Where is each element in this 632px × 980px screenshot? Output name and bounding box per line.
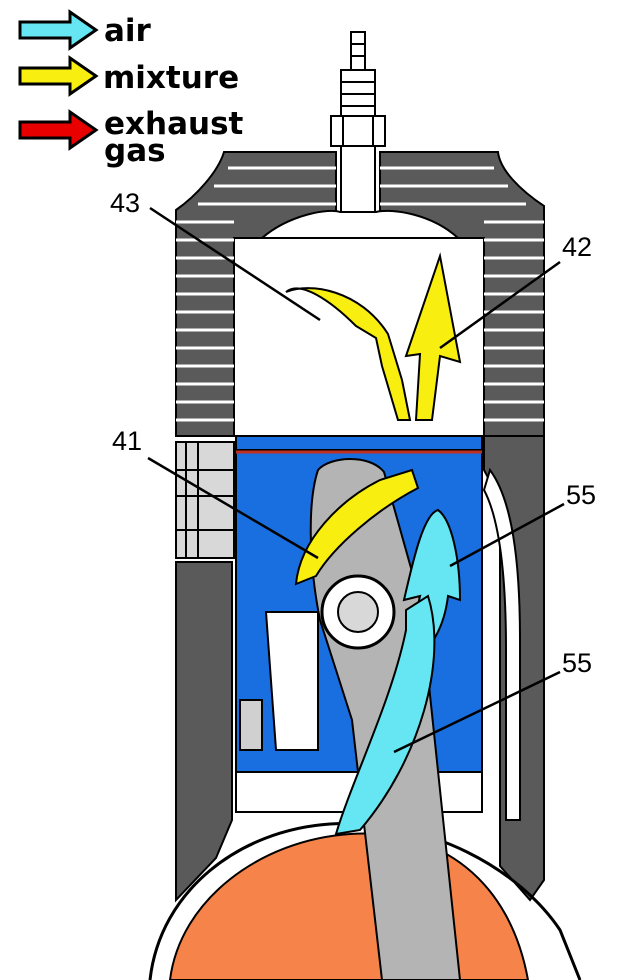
legend-item-mixture: mixture: [18, 55, 239, 97]
exhaust-port: [175, 441, 235, 559]
callout-55-lower: 55: [562, 648, 592, 678]
spark-plug: [330, 31, 386, 236]
callout-55-upper: 55: [566, 480, 596, 510]
air-arrow-icon: [18, 9, 99, 51]
transfer-port-channel: [482, 467, 521, 821]
exhaust-arrow-icon: [18, 109, 99, 151]
legend-label-gas: gas: [104, 133, 166, 169]
cylinder-head: [175, 151, 545, 437]
legend-label-air: air: [104, 13, 152, 49]
mixture-arrow-41: [294, 468, 420, 586]
mixture-arrow-icon: [18, 55, 99, 97]
piston-pin-boss: [239, 699, 263, 751]
callout-43: 43: [110, 188, 140, 218]
legend-item-exhaust-gas: exhaust gas: [18, 106, 244, 169]
cooling-fins: [176, 166, 544, 422]
piston-crown: [235, 435, 483, 451]
mixture-arrow-42: [404, 252, 462, 421]
leader-55-upper: [449, 502, 565, 568]
legend-item-air: air: [18, 9, 152, 51]
callouts: 43 42 41 55 55: [110, 188, 596, 754]
flow-arrows: [285, 252, 462, 836]
crankcase: [148, 822, 582, 980]
legend-label-mixture: mixture: [103, 60, 239, 96]
leader-43: [149, 206, 321, 322]
cylinder-barrel: [175, 435, 545, 903]
leader-41: [147, 456, 319, 560]
air-arrow-55-lower: [334, 594, 436, 836]
leader-55-lower: [393, 670, 561, 754]
legend: air mixture exhaust gas: [18, 9, 244, 169]
wrist-pin-bore: [337, 591, 379, 633]
left-cylinder-wall: [175, 561, 233, 903]
legend-label-exhaust: exhaust: [104, 106, 244, 142]
piston-skirt-window: [264, 611, 319, 751]
callout-41: 41: [112, 426, 142, 456]
combustion-dome: [259, 209, 461, 239]
mixture-arrow-43: [285, 287, 412, 421]
leader-42: [439, 260, 561, 350]
callout-42: 42: [562, 232, 592, 262]
